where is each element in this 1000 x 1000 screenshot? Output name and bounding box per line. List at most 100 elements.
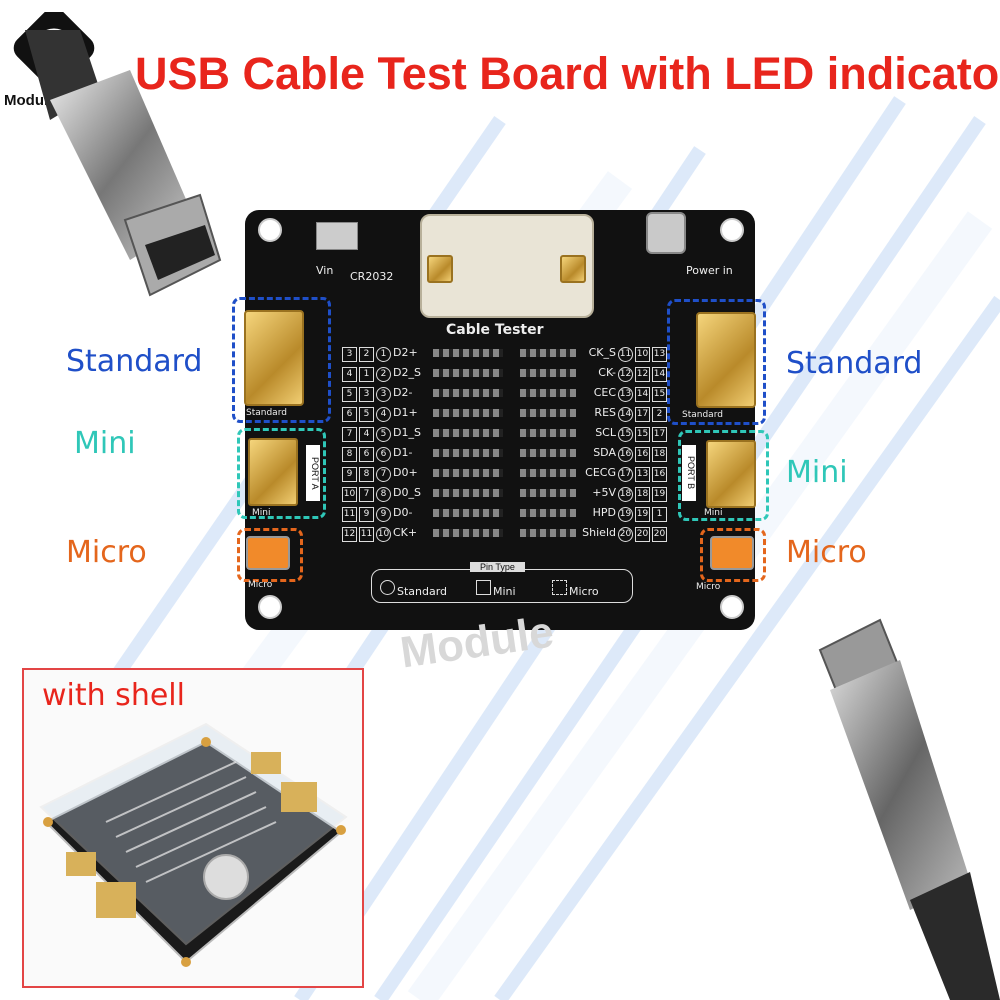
legend-micro: Micro <box>552 580 599 598</box>
mounting-hole <box>720 595 744 619</box>
led-strip <box>433 369 503 377</box>
micro-right-label: Micro <box>696 582 721 592</box>
hdmi-standard-port-b[interactable] <box>696 312 756 408</box>
hdmi-micro-port-a[interactable] <box>246 536 290 570</box>
pin-label: CEC <box>593 386 616 399</box>
pin-number: 16 <box>618 447 633 462</box>
power-switch[interactable] <box>316 222 358 250</box>
hdmi-mini-port-a[interactable] <box>248 438 298 506</box>
pin-number: 4 <box>342 367 357 382</box>
pin-number: 1 <box>376 347 391 362</box>
pin-number: 6 <box>342 407 357 422</box>
std-right-label: Standard <box>682 410 723 420</box>
pin-number: 10 <box>376 527 391 542</box>
pin-number: 16 <box>635 447 650 462</box>
battery-contact <box>560 255 586 283</box>
mini-port-b-highlight <box>678 430 769 521</box>
pin-label: CK_S <box>588 346 616 359</box>
pin-number: 9 <box>342 467 357 482</box>
page-title: USB Cable Test Board with LED indicator <box>135 48 1000 99</box>
pin-number: 4 <box>359 427 374 442</box>
pin-label: CECG <box>585 466 616 479</box>
pin-number: 8 <box>342 447 357 462</box>
pin-number: 9 <box>359 507 374 522</box>
hdmi-micro-port-b[interactable] <box>710 536 754 570</box>
pin-number: 15 <box>618 427 633 442</box>
pin-label: Shield <box>582 526 616 539</box>
square-icon <box>476 580 491 595</box>
board-header: Cable Tester <box>446 322 544 338</box>
pin-number: 19 <box>618 507 633 522</box>
pin-number: 8 <box>376 487 391 502</box>
pin-label: D2+ <box>393 346 418 359</box>
led-strip <box>520 349 576 357</box>
left-mini-label: Mini <box>74 426 136 461</box>
pin-number: 8 <box>359 467 374 482</box>
pin-number: 13 <box>652 347 667 362</box>
mounting-hole <box>258 218 282 242</box>
pin-label: D1- <box>393 446 413 459</box>
mini-port-a-highlight <box>237 428 326 519</box>
standard-port-b-highlight <box>667 299 766 425</box>
vin-label: Vin <box>316 264 334 277</box>
pin-label: D2- <box>393 386 413 399</box>
pin-number: 20 <box>618 527 633 542</box>
pin-number: 3 <box>376 387 391 402</box>
mini-right-label: Mini <box>704 508 723 518</box>
pin-number: 9 <box>376 507 391 522</box>
mounting-hole <box>720 218 744 242</box>
led-strip <box>433 469 503 477</box>
led-strip <box>520 429 576 437</box>
pin-number: 12 <box>618 367 633 382</box>
board-with-shell-image <box>39 722 348 967</box>
led-strip <box>433 409 503 417</box>
pin-label: SCL <box>595 426 616 439</box>
legend-standard: Standard <box>380 580 447 598</box>
pin-label: CK- <box>598 366 616 379</box>
pin-number: 17 <box>618 467 633 482</box>
battery-contact <box>427 255 453 283</box>
hdmi-standard-port-a[interactable] <box>244 310 304 406</box>
right-standard-label: Standard <box>786 346 923 381</box>
pin-number: 7 <box>342 427 357 442</box>
pin-number: 18 <box>635 487 650 502</box>
usb-c-port[interactable] <box>646 212 686 254</box>
pin-number: 20 <box>635 527 650 542</box>
pin-label: D0+ <box>393 466 418 479</box>
pin-number: 15 <box>652 387 667 402</box>
pin-number: 3 <box>342 347 357 362</box>
shell-label: with shell <box>42 678 185 713</box>
pin-number: 6 <box>376 447 391 462</box>
pin-number: 17 <box>652 427 667 442</box>
port-b-label: PORT B <box>682 445 696 501</box>
pin-label: D0_S <box>393 486 421 499</box>
pin-number: 7 <box>359 487 374 502</box>
led-strip <box>520 409 576 417</box>
led-strip <box>433 449 503 457</box>
micro-port-b-highlight <box>700 528 766 582</box>
pin-number: 5 <box>342 387 357 402</box>
pin-number: 14 <box>635 387 650 402</box>
pin-number: 5 <box>376 427 391 442</box>
led-strip <box>433 529 503 537</box>
pin-label: CK+ <box>393 526 418 539</box>
pin-number: 2 <box>359 347 374 362</box>
pin-number: 12 <box>635 367 650 382</box>
micro-left-label: Micro <box>248 580 273 590</box>
power-in-label: Power in <box>686 264 733 277</box>
hdmi-mini-port-b[interactable] <box>706 440 756 508</box>
led-strip <box>520 369 576 377</box>
pin-label: D0- <box>393 506 413 519</box>
pin-number: 2 <box>376 367 391 382</box>
